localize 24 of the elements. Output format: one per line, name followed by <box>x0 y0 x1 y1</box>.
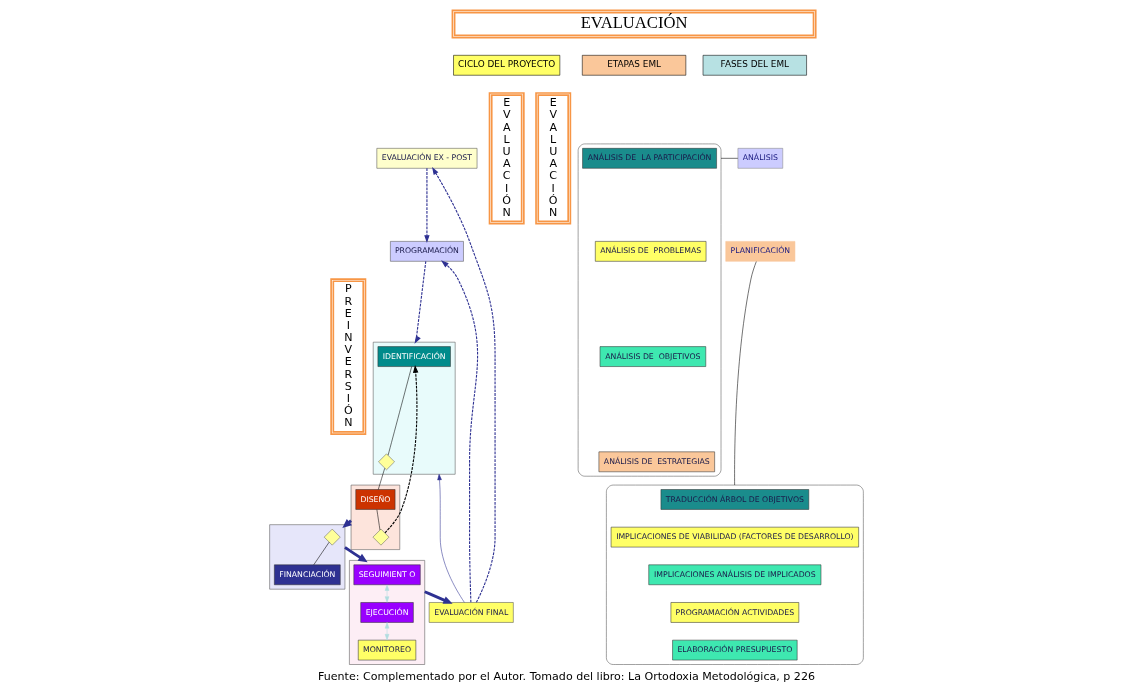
arrow <box>424 590 453 604</box>
node-box: CICLO DEL PROYECTO <box>453 55 561 76</box>
arrow <box>384 622 390 641</box>
arrow <box>384 584 390 603</box>
arrow <box>441 260 479 603</box>
cluster <box>372 341 456 475</box>
cluster <box>606 484 864 665</box>
arrow <box>384 364 419 534</box>
arrow <box>414 260 427 344</box>
arrow <box>437 474 465 603</box>
arrow <box>432 166 496 603</box>
cluster <box>269 524 346 590</box>
node-diamond <box>372 528 390 546</box>
arrow <box>424 167 430 243</box>
node-diamond <box>323 528 341 546</box>
node-diamond <box>378 453 395 471</box>
caption: Fuente: Complementado por el Autor. Tomado del libro: La Ortodoxia Metodológica, p 226 <box>318 670 815 684</box>
connector <box>387 366 412 456</box>
arrow <box>344 546 368 563</box>
cluster <box>349 560 425 665</box>
node-box: FASES DEL EML <box>702 55 807 76</box>
cluster <box>350 484 401 550</box>
cluster <box>577 143 722 477</box>
node-box: ETAPAS EML <box>582 55 687 76</box>
